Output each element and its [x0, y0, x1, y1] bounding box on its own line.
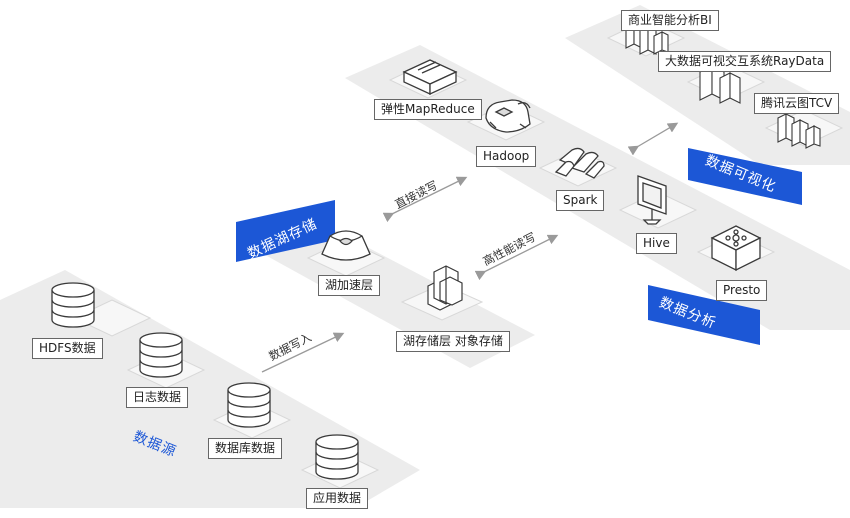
- visualization-tag: [688, 148, 802, 205]
- raydata-label: 大数据可视交互系统RayData: [658, 51, 832, 72]
- lake-object-storage-label: 湖存储层 对象存储: [396, 331, 510, 352]
- bi-label: 商业智能分析BI: [621, 10, 719, 31]
- viz-arrow: [627, 122, 679, 156]
- analysis-tag: [648, 285, 760, 345]
- building-storage-icon: [427, 265, 463, 311]
- high-perf-rw-arrow: [474, 234, 559, 281]
- hdfs-data-label: HDFS数据: [32, 338, 103, 359]
- hadoop-elephant-icon: [485, 99, 531, 133]
- spark-label: Spark: [556, 190, 605, 211]
- storage-band: [238, 212, 535, 368]
- cylinder-db-icon: [139, 332, 183, 378]
- app-data-label: 应用数据: [306, 488, 369, 509]
- direct-rw-arrow: [382, 176, 468, 223]
- tcv-label: 腾讯云图TCV: [754, 93, 840, 114]
- write-in-arrow: [261, 332, 345, 373]
- presto-label: Presto: [716, 280, 768, 301]
- bar-chart-3d-icon: [699, 65, 741, 104]
- monitor-icon: [637, 175, 667, 225]
- cylinder-db-icon: [51, 282, 95, 328]
- spark-cluster-icon: [554, 147, 605, 179]
- cylinder-db-icon: [227, 382, 271, 428]
- box-network-icon: [710, 225, 762, 272]
- lake-accel-label: 湖加速层: [318, 275, 381, 296]
- lake-storage-tag: [236, 200, 335, 262]
- db-data-label: 数据库数据: [208, 438, 283, 459]
- bar-chart-3d-icon: [777, 113, 821, 149]
- emr-label: 弹性MapReduce: [374, 99, 482, 120]
- hive-label: Hive: [636, 233, 677, 254]
- log-data-label: 日志数据: [126, 387, 189, 408]
- inbox-tray-icon: [402, 59, 458, 96]
- ufo-accel-icon: [321, 230, 371, 261]
- cylinder-db-icon: [315, 434, 359, 480]
- hadoop-label: Hadoop: [476, 146, 537, 167]
